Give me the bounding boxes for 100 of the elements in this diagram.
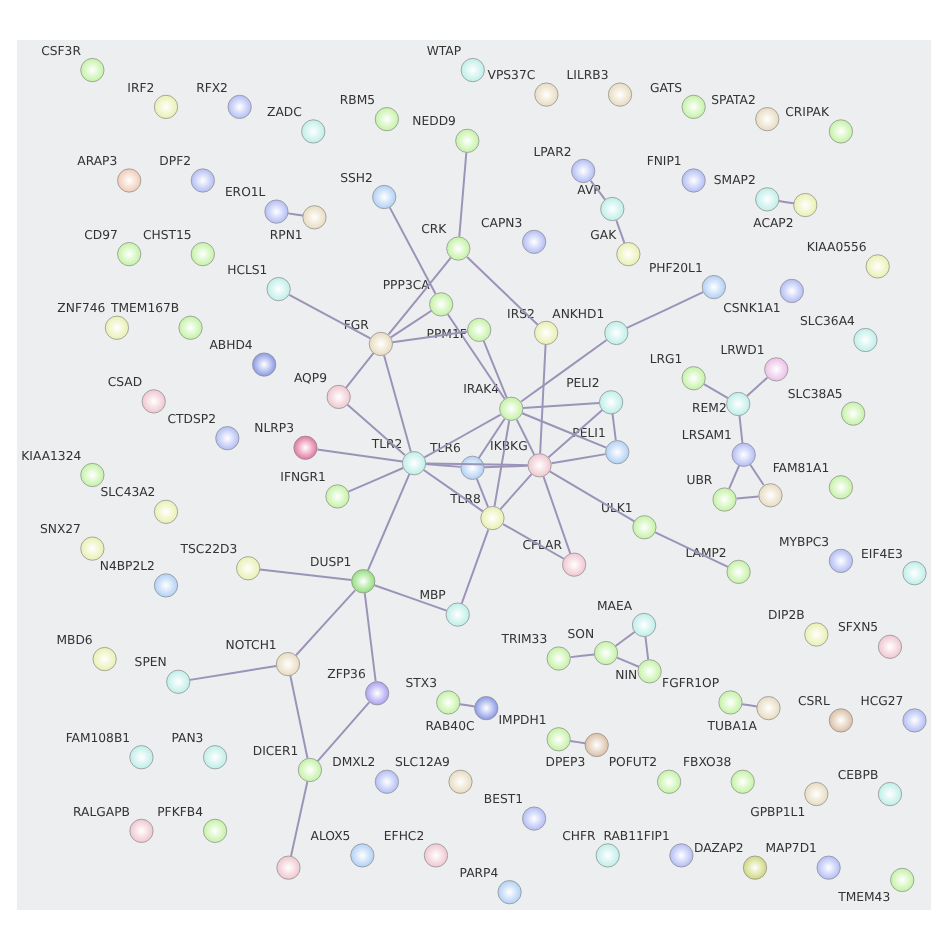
connector xyxy=(589,178,607,200)
connector xyxy=(611,411,617,441)
node-circle xyxy=(718,689,743,714)
connector xyxy=(550,452,607,464)
node-circle xyxy=(730,768,755,793)
node-circle xyxy=(593,640,618,665)
node-circle xyxy=(460,57,485,82)
connector xyxy=(483,463,529,468)
node-circle xyxy=(756,695,781,720)
node-circle xyxy=(546,645,571,670)
node-circle xyxy=(474,695,499,720)
node-circle xyxy=(902,560,927,585)
node-circle xyxy=(632,611,657,636)
node-circle xyxy=(365,680,390,705)
connector xyxy=(316,447,404,462)
node-circle xyxy=(80,461,105,487)
connector xyxy=(458,150,468,237)
connector xyxy=(515,417,536,455)
connector xyxy=(189,664,278,680)
connector xyxy=(363,591,377,682)
connector xyxy=(520,337,608,402)
node-circle xyxy=(804,781,829,806)
node-circle xyxy=(562,551,587,576)
node-circle xyxy=(80,57,105,82)
node-circle xyxy=(129,744,154,769)
node-circle xyxy=(828,118,853,143)
connector xyxy=(625,290,705,328)
connector xyxy=(287,211,304,216)
node-circle xyxy=(604,319,629,344)
node-circle xyxy=(637,658,662,683)
connector xyxy=(289,673,309,759)
node-circle xyxy=(374,106,399,131)
node-circle xyxy=(325,483,350,508)
node-circle xyxy=(117,167,142,192)
node-circle xyxy=(368,330,393,355)
node-circle xyxy=(828,474,853,499)
node-circle xyxy=(499,395,524,420)
node-circle xyxy=(372,184,397,209)
node-circle xyxy=(534,319,559,344)
connector xyxy=(569,739,587,744)
connector xyxy=(446,312,506,399)
node-circle xyxy=(80,535,105,560)
connector xyxy=(425,461,529,466)
connector xyxy=(424,462,462,467)
connector xyxy=(654,530,729,567)
connector xyxy=(616,655,640,667)
node-circle xyxy=(480,505,505,530)
connector xyxy=(346,402,406,456)
connector xyxy=(569,652,596,658)
node-circle xyxy=(497,879,522,904)
node-circle xyxy=(755,106,780,131)
node-circle xyxy=(423,842,448,867)
connector xyxy=(539,342,547,454)
node-circle xyxy=(877,781,902,806)
connector xyxy=(316,700,371,762)
node-circle xyxy=(293,434,318,459)
node-circle xyxy=(853,327,878,352)
node-circle xyxy=(92,646,117,671)
node-circle xyxy=(104,314,129,339)
node-circle xyxy=(599,389,624,414)
node-circle xyxy=(608,81,633,106)
node-circle xyxy=(584,731,609,756)
connector xyxy=(295,588,357,656)
node-circle xyxy=(828,547,853,572)
connector xyxy=(477,416,506,459)
connector xyxy=(258,567,353,580)
node-circle xyxy=(178,314,203,339)
connector xyxy=(728,463,741,489)
node-circle xyxy=(764,356,789,381)
node-circle xyxy=(190,167,215,192)
connector xyxy=(389,308,433,338)
connector xyxy=(458,702,476,707)
node-circle xyxy=(793,192,818,217)
connector xyxy=(288,292,372,339)
node-circle xyxy=(446,235,471,260)
node-circle xyxy=(600,196,625,221)
node-circle xyxy=(301,118,326,143)
connector xyxy=(502,522,565,559)
node-circle xyxy=(731,441,756,466)
node-circle xyxy=(445,601,470,626)
node-circle xyxy=(266,276,291,301)
node-circle xyxy=(297,756,322,781)
node-circle xyxy=(154,498,179,523)
node-circle xyxy=(841,400,866,425)
node-circle xyxy=(605,439,630,464)
node-circle xyxy=(215,425,240,450)
connector xyxy=(499,472,533,510)
node-circle xyxy=(534,81,559,106)
node-circle xyxy=(712,486,737,511)
node-circle xyxy=(448,768,473,793)
connector xyxy=(749,462,765,485)
node-circle xyxy=(890,866,915,891)
node-circle xyxy=(758,482,783,507)
node-circle xyxy=(166,668,191,693)
node-circle xyxy=(865,253,890,278)
connector xyxy=(614,630,636,646)
node-circle xyxy=(436,689,461,714)
connector xyxy=(475,476,489,507)
node-circle xyxy=(816,854,841,879)
node-circle xyxy=(467,316,492,341)
